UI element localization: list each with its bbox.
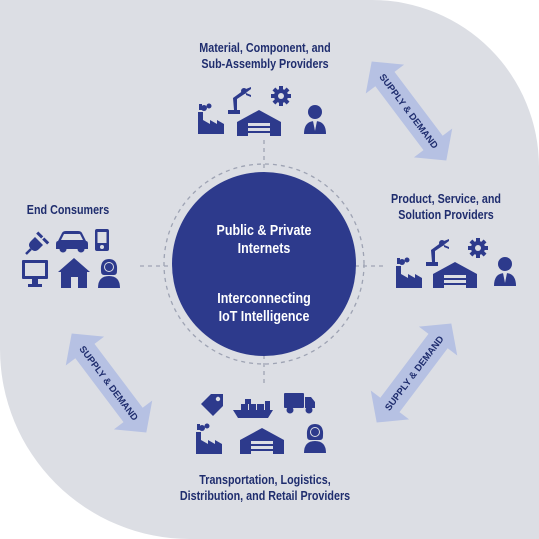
connection-ring (163, 163, 365, 365)
gear-icon (271, 86, 291, 106)
bottom-node-label-line2: Distribution, and Retail Providers (179, 489, 351, 503)
hub-line-3: Interconnecting (217, 291, 311, 307)
hub-line-2: Internets (237, 241, 291, 257)
top-node-label: Material, Component, and Sub-Assembly Pr… (166, 40, 364, 72)
left-node-label-line1: End Consumers (26, 203, 110, 217)
right-node-label: Product, Service, and Solution Providers (366, 191, 526, 223)
hub-circle (172, 172, 356, 356)
bottom-node-label: Transportation, Logistics, Distribution,… (149, 472, 381, 504)
hub-title: Public & Private Internets (182, 222, 345, 258)
hub-line-4: IoT Intelligence (218, 309, 310, 325)
right-node-label-line2: Solution Providers (398, 208, 494, 222)
hub-line-1: Public & Private (216, 223, 312, 239)
right-node-label-line1: Product, Service, and (391, 192, 501, 206)
phone-icon (95, 229, 109, 251)
bottom-node-label-line1: Transportation, Logistics, (199, 473, 331, 487)
left-node-label: End Consumers (10, 202, 127, 218)
connector-spokes (140, 140, 385, 385)
top-node-label-line2: Sub-Assembly Providers (201, 57, 329, 71)
top-node-label-line1: Material, Component, and (199, 41, 331, 55)
hub-subtitle: Interconnecting IoT Intelligence (182, 290, 345, 326)
gear-icon (468, 238, 488, 258)
